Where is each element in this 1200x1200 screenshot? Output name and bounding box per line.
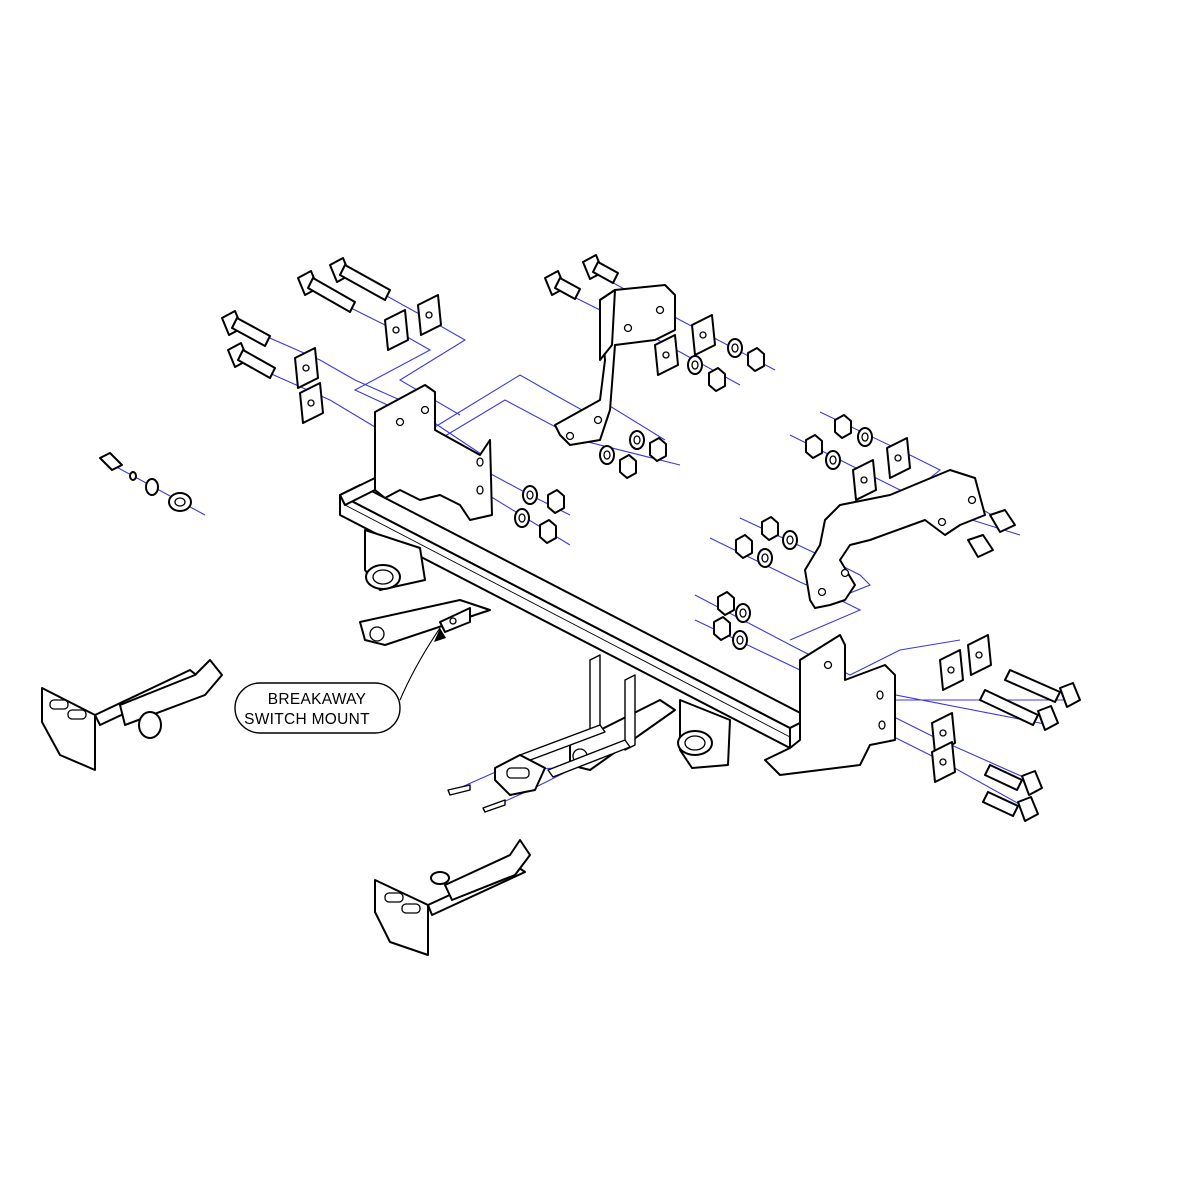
center-upright-bracket xyxy=(554,284,676,446)
spacer-plate xyxy=(939,649,964,691)
hex-bolt xyxy=(982,791,1039,822)
hex-bolt xyxy=(989,509,1016,533)
center-bracket-hole xyxy=(655,305,665,315)
right-bracket-hole xyxy=(876,690,884,700)
right-bracket-hole xyxy=(878,720,886,730)
spacer-plate xyxy=(294,347,319,389)
hex-nut xyxy=(747,347,765,372)
left-frame-bracket xyxy=(339,384,493,521)
hex-nut xyxy=(717,591,735,616)
left-receiver-tab xyxy=(364,529,426,591)
hex-bolt xyxy=(544,270,581,300)
hex-nut xyxy=(735,534,753,559)
washer xyxy=(514,508,530,528)
washer xyxy=(599,445,615,465)
hex-bolt xyxy=(1004,669,1081,708)
spacer-plate xyxy=(384,309,409,351)
spacer-plate xyxy=(417,294,442,336)
washer xyxy=(782,530,798,550)
bolt-set-right-lower xyxy=(931,634,1081,822)
spacer-plate xyxy=(654,334,679,376)
breakaway-switch-callout: BREAKAWAY SWITCH MOUNT xyxy=(234,627,446,734)
hex-bolt xyxy=(227,342,276,379)
hex-bolt xyxy=(582,254,619,284)
hex-bolt xyxy=(221,310,271,347)
left-bracket-hole xyxy=(476,485,484,495)
right-upper-bracket xyxy=(804,469,986,609)
washer xyxy=(727,338,743,358)
hex-bolt xyxy=(984,764,1043,796)
left-bracket-hole xyxy=(395,417,405,427)
spacer-plate xyxy=(691,314,716,356)
spacer-plate xyxy=(852,459,877,501)
nuts-left-bracket xyxy=(514,485,565,544)
right-receiver-tab xyxy=(677,699,731,769)
small-pin-set xyxy=(99,452,192,512)
hex-bolt xyxy=(967,534,994,558)
washer xyxy=(735,603,751,623)
washer xyxy=(732,630,748,650)
right-bracket-hole xyxy=(823,660,833,670)
washer xyxy=(825,450,841,470)
bolt-set-right-upper xyxy=(805,414,1016,558)
callout-bubble xyxy=(234,682,401,734)
callout-label-line2: SWITCH MOUNT xyxy=(244,711,370,728)
spacer-plate xyxy=(886,437,911,479)
spacer-plate xyxy=(299,382,324,424)
left-bracket-hole xyxy=(476,457,484,467)
wiring-mount-plate xyxy=(494,754,546,796)
right-frame-bracket xyxy=(764,634,896,776)
right-upper-bracket-hole xyxy=(817,587,827,597)
washer xyxy=(757,548,773,568)
hex-bolt xyxy=(329,257,391,301)
washer xyxy=(857,427,873,447)
bolt-set-center xyxy=(544,254,765,479)
callout-label-line1: BREAKAWAY xyxy=(268,691,367,708)
nuts-right-mid xyxy=(713,516,798,650)
hex-nut xyxy=(805,434,823,459)
hex-nut xyxy=(547,489,565,514)
right-upper-bracket-hole xyxy=(937,517,947,527)
hex-bolt xyxy=(979,689,1059,731)
left-safety-arm xyxy=(359,599,491,646)
tow-bar-mount-right xyxy=(374,839,531,956)
hex-nut xyxy=(834,414,852,439)
spacer-bushing xyxy=(168,492,192,512)
right-upper-bracket-hole xyxy=(967,495,977,505)
wiring-mount-screws xyxy=(447,784,506,813)
washer xyxy=(629,430,645,450)
washer xyxy=(687,355,703,375)
hex-nut xyxy=(649,437,667,462)
center-bracket-hole xyxy=(593,415,603,425)
spacer-plate xyxy=(931,741,956,783)
hex-nut xyxy=(619,454,637,479)
hex-bolt xyxy=(297,270,356,313)
center-bracket-hole xyxy=(565,431,575,441)
support-rods xyxy=(519,654,636,778)
hex-nut xyxy=(539,519,557,544)
bolt-set-left-upper xyxy=(221,257,391,379)
hex-nut xyxy=(761,516,779,541)
spacer-plates-left xyxy=(294,294,442,424)
spacer-plate xyxy=(967,634,992,676)
hex-nut xyxy=(713,616,731,641)
center-bracket-hole xyxy=(623,323,633,333)
hex-nut xyxy=(708,367,726,392)
washer xyxy=(522,485,538,505)
right-upper-bracket-hole xyxy=(840,568,850,578)
breakaway-switch-tab xyxy=(439,607,471,633)
tow-bar-mount-left xyxy=(41,659,223,771)
left-bracket-hole xyxy=(420,405,430,415)
